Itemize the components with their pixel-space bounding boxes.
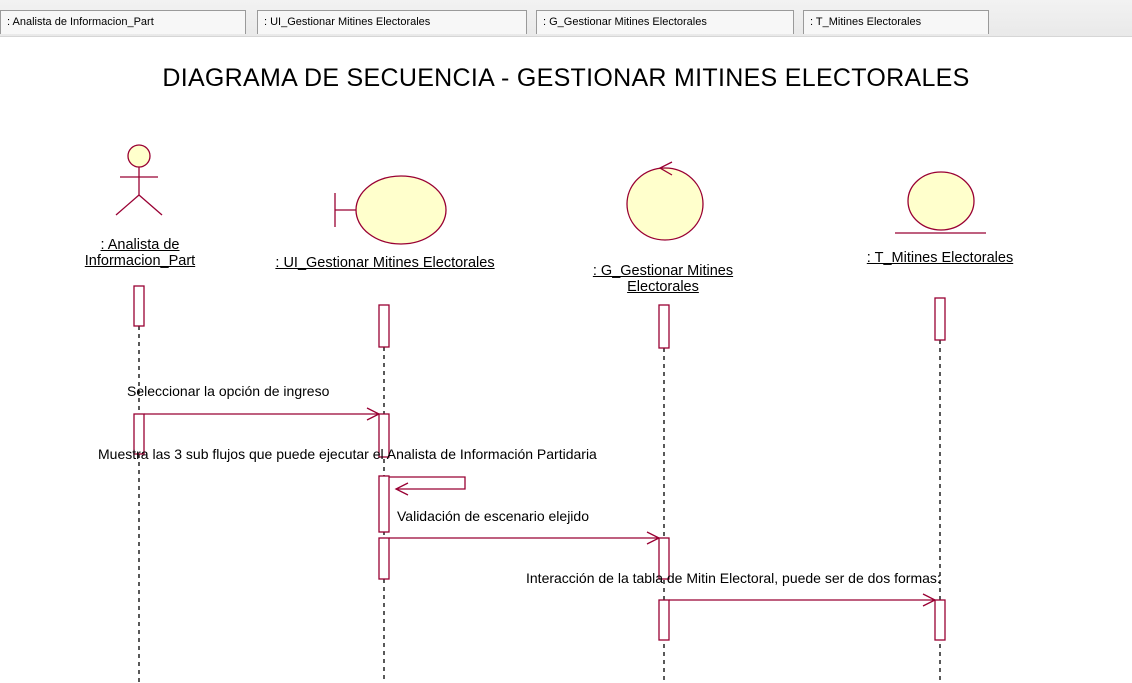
lifeline-label-g-line2: Electorales [627,279,699,295]
lifeline-label-analista: : Analista de Informacion_Part [60,237,220,269]
lifeline-label-analista-line1: : Analista de [100,237,180,253]
tab-t-mitines[interactable]: : T_Mitines Electorales [803,10,989,34]
message-label-3: Validación de escenario elejido [397,508,589,524]
lifeline-label-ui: : UI_Gestionar Mitines Electorales [220,255,550,271]
lifeline-label-analista-line2: Informacion_Part [84,253,196,269]
message-label-4: Interacción de la tabla de Mitin Elector… [526,570,941,586]
lifeline-label-g: : G_Gestionar Mitines Electorales [548,263,778,295]
tab-g-gestionar[interactable]: : G_Gestionar Mitines Electorales [536,10,794,34]
control-icon[interactable] [626,161,704,241]
activation-boxes [133,285,946,641]
lifeline-label-t-line1: : T_Mitines Electorales [866,250,1014,266]
lifelines [138,326,941,683]
diagram-tab-bar: : Analista de Informacion_Part : UI_Gest… [0,0,1132,37]
message-arrows [144,407,937,607]
lifeline-label-g-line1: : G_Gestionar Mitines [592,263,734,279]
entity-icon[interactable] [895,171,986,234]
tab-analista[interactable]: : Analista de Informacion_Part [0,10,246,34]
tab-ui-gestionar[interactable]: : UI_Gestionar Mitines Electorales [257,10,527,34]
message-label-1: Seleccionar la opción de ingreso [127,383,330,399]
actor-icon[interactable] [115,144,163,216]
lifeline-label-t: : T_Mitines Electorales [820,250,1060,266]
boundary-icon[interactable] [334,175,447,245]
lifeline-label-ui-line1: : UI_Gestionar Mitines Electorales [275,255,495,271]
message-label-2: Muestra las 3 sub flujos que puede ejecu… [98,446,597,462]
diagram-title: DIAGRAMA DE SECUENCIA - GESTIONAR MITINE… [162,64,970,92]
